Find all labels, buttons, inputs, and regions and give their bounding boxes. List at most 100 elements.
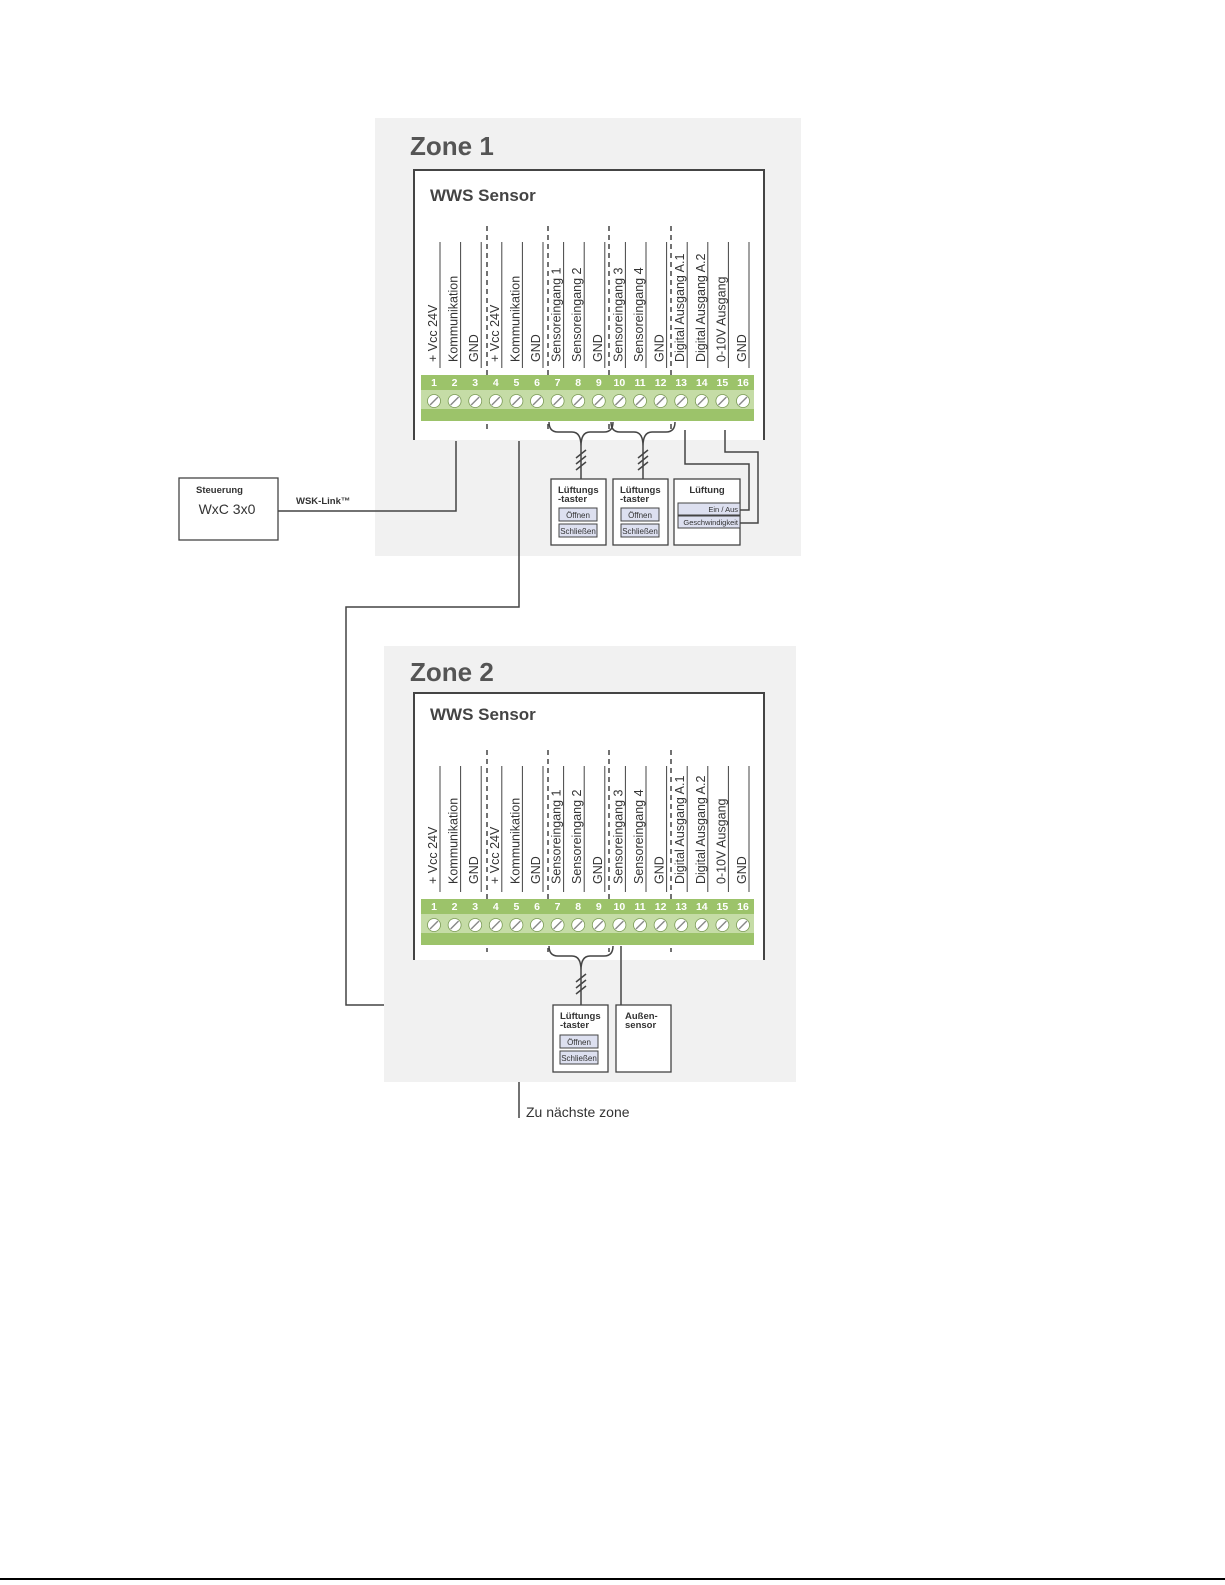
terminal-screw-slot <box>614 920 624 930</box>
terminal-screw-slot <box>738 396 748 406</box>
page-bottom-rule <box>0 1578 1225 1580</box>
terminal-label: Sensoreingang 1 <box>550 267 564 362</box>
device-title: Lüftungs <box>558 485 599 496</box>
zone-1-wiring <box>548 421 759 524</box>
terminal-label: GND <box>653 856 667 884</box>
zone-1-terminal-strip-band <box>421 390 754 409</box>
terminal-number: 16 <box>737 377 749 389</box>
terminal-label: + Vcc 24V <box>426 304 440 362</box>
device-title: Lüftungs <box>560 1011 601 1022</box>
terminal-label: Digital Ausgang A.2 <box>694 776 708 884</box>
terminal-screw-slot <box>738 920 748 930</box>
schliessen-button[interactable] <box>620 523 660 538</box>
terminal-label: Sensoreingang 4 <box>632 789 646 884</box>
terminal-screw-slot <box>470 920 480 930</box>
terminal-number: 3 <box>472 377 478 389</box>
terminal-screw-slot <box>635 920 645 930</box>
terminal-label: GND <box>591 856 605 884</box>
schliessen-button[interactable] <box>559 1050 599 1065</box>
terminal-label: Sensoreingang 3 <box>611 267 625 362</box>
terminal-screw-slot <box>553 396 563 406</box>
terminal-number: 8 <box>575 377 581 389</box>
oeffnen-label: Öffnen <box>628 511 652 520</box>
terminal-label: Sensoreingang 2 <box>570 267 584 362</box>
terminal-screw-slot <box>511 396 521 406</box>
terminal-number: 3 <box>472 901 478 913</box>
terminal-screw-slot <box>470 396 480 406</box>
terminal-number: 13 <box>675 377 687 389</box>
controller: Steuerung WxC 3x0 WSK-Link™ <box>178 477 350 541</box>
terminal-number: 12 <box>655 901 667 913</box>
device-subtitle: sensor <box>625 1020 656 1031</box>
zone-1-device-lueftungstaster-2: Lüftungs -taster Öffnen Schließen <box>612 478 669 546</box>
oeffnen-button[interactable] <box>558 507 598 522</box>
ein-aus-label: Ein / Aus <box>708 505 738 514</box>
terminal-number: 13 <box>675 901 687 913</box>
terminal-number: 4 <box>493 901 499 913</box>
zone-1-sensor-box <box>413 169 765 440</box>
device-title: Lüftung <box>689 485 725 496</box>
terminal-label: 0-10V Ausgang <box>714 276 728 362</box>
terminal-screw-slot <box>429 396 439 406</box>
terminal-screw-slot <box>717 920 727 930</box>
terminal-label: GND <box>735 334 749 362</box>
terminal-screw-slot <box>594 920 604 930</box>
terminal-label: Kommunikation <box>447 276 461 362</box>
schliessen-button[interactable] <box>558 523 598 538</box>
oeffnen-button[interactable] <box>620 507 660 522</box>
terminal-screw-slot <box>594 396 604 406</box>
terminal-label: 0-10V Ausgang <box>714 798 728 884</box>
terminal-label: Kommunikation <box>447 798 461 884</box>
schliessen-label: Schließen <box>561 1054 597 1063</box>
zone-2-device-aussensensor: Außen- sensor <box>615 1004 672 1073</box>
terminal-label: Sensoreingang 2 <box>570 789 584 884</box>
schliessen-label: Schließen <box>622 527 658 536</box>
device-subtitle: -taster <box>560 1020 589 1031</box>
oeffnen-label: Öffnen <box>567 1038 591 1047</box>
terminal-number: 14 <box>696 377 708 389</box>
wsk-link-line <box>278 441 457 512</box>
schliessen-label: Schließen <box>560 527 596 536</box>
terminal-screw-slot <box>511 920 521 930</box>
terminal-number: 7 <box>555 901 561 913</box>
terminal-screw-slot <box>717 396 727 406</box>
terminal-number: 1 <box>431 377 437 389</box>
device-subtitle: -taster <box>620 494 649 505</box>
terminal-screw-slot <box>532 920 542 930</box>
terminal-label: + Vcc 24V <box>488 826 502 884</box>
terminal-number: 6 <box>534 377 540 389</box>
ein-aus-button[interactable] <box>677 502 741 516</box>
geschwindigkeit-button[interactable] <box>677 515 741 529</box>
terminal-number: 10 <box>614 901 626 913</box>
terminal-number: 11 <box>634 901 645 913</box>
terminal-screw-slot <box>450 396 460 406</box>
terminal-number: 14 <box>696 901 708 913</box>
zone-2-group-dividers <box>486 750 672 952</box>
terminal-label: Sensoreingang 4 <box>632 267 646 362</box>
terminal-screw-slot <box>697 920 707 930</box>
device-title: Lüftungs <box>620 485 661 496</box>
terminal-number: 9 <box>596 377 602 389</box>
terminal-label: Kommunikation <box>508 276 522 362</box>
terminal-label: GND <box>529 856 543 884</box>
device-subtitle: -taster <box>558 494 587 505</box>
zone-1-device-lueftungstaster-1: Lüftungs -taster Öffnen Schließen <box>550 478 607 546</box>
zone-1-device-lueftung: Lüftung Ein / Aus Geschwindigkeit <box>673 478 741 546</box>
terminal-label: Kommunikation <box>508 798 522 884</box>
terminal-label: Sensoreingang 1 <box>550 789 564 884</box>
terminal-number: 7 <box>555 377 561 389</box>
terminal-number: 8 <box>575 901 581 913</box>
controller-model: WxC 3x0 <box>199 501 256 517</box>
terminal-screw-slot <box>676 396 686 406</box>
terminal-number: 1 <box>431 901 437 913</box>
zone-2-title: Zone 2 <box>410 657 494 687</box>
terminal-label: Digital Ausgang A.1 <box>673 254 687 362</box>
terminal-label: GND <box>467 856 481 884</box>
terminal-label: GND <box>591 334 605 362</box>
oeffnen-button[interactable] <box>559 1034 599 1049</box>
terminal-screw-slot <box>532 396 542 406</box>
